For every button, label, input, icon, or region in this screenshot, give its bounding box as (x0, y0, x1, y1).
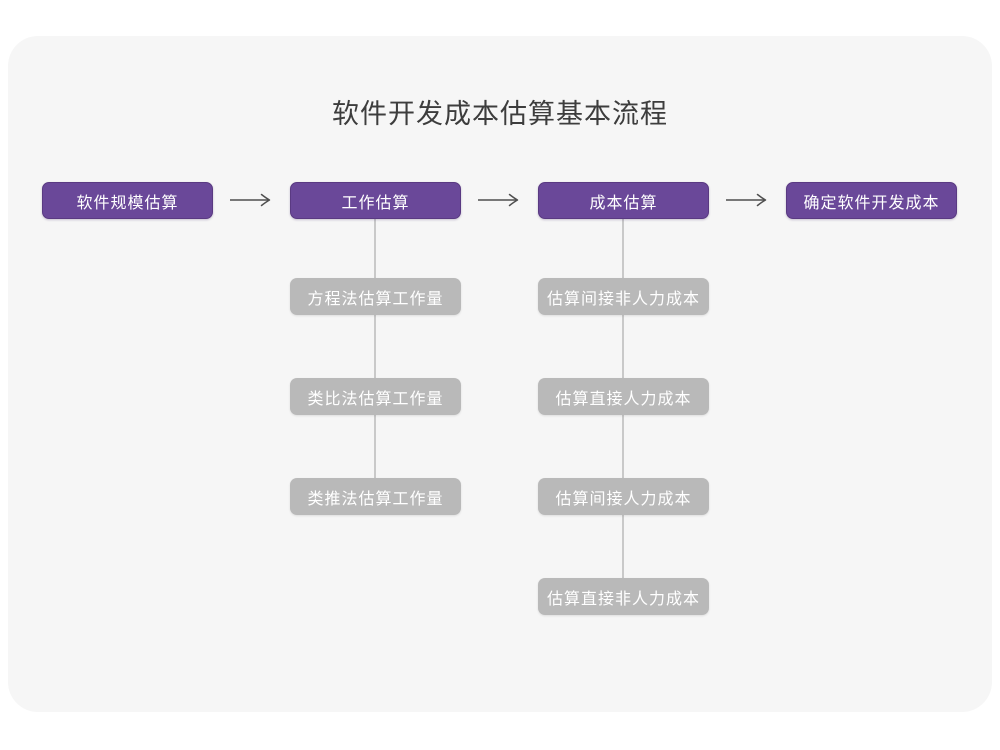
step-label: 确定软件开发成本 (803, 194, 940, 212)
substep-extrapolation-method: 类推法估算工作量 (290, 478, 461, 515)
substep-label: 估算间接人力成本 (555, 490, 692, 508)
substep-equation-method: 方程法估算工作量 (290, 278, 461, 315)
step-determine-development-cost: 确定软件开发成本 (786, 182, 957, 219)
page-title: 软件开发成本估算基本流程 (332, 99, 668, 129)
substep-label: 类比法估算工作量 (307, 390, 444, 408)
substep-direct-labor-cost: 估算直接人力成本 (538, 378, 709, 415)
arrow-right-icon (478, 193, 519, 207)
connector-line-work-estimation (374, 219, 376, 481)
substep-label: 估算直接人力成本 (555, 390, 692, 408)
step-label: 工作估算 (341, 194, 410, 212)
substep-label: 估算直接非人力成本 (546, 590, 700, 608)
arrow-right-icon (726, 193, 767, 207)
substep-indirect-labor-cost: 估算间接人力成本 (538, 478, 709, 515)
step-work-estimation: 工作估算 (290, 182, 461, 219)
substep-direct-nonlabor-cost: 估算直接非人力成本 (538, 578, 709, 615)
substep-label: 类推法估算工作量 (307, 490, 444, 508)
step-software-scale-estimation: 软件规模估算 (42, 182, 213, 219)
step-label: 软件规模估算 (76, 194, 179, 212)
substep-analogy-method: 类比法估算工作量 (290, 378, 461, 415)
substep-label: 估算间接非人力成本 (546, 290, 700, 308)
substep-label: 方程法估算工作量 (307, 290, 444, 308)
substep-indirect-nonlabor-cost: 估算间接非人力成本 (538, 278, 709, 315)
arrow-right-icon (230, 193, 271, 207)
step-label: 成本估算 (589, 194, 658, 212)
flowchart-card (8, 36, 992, 712)
step-cost-estimation: 成本估算 (538, 182, 709, 219)
